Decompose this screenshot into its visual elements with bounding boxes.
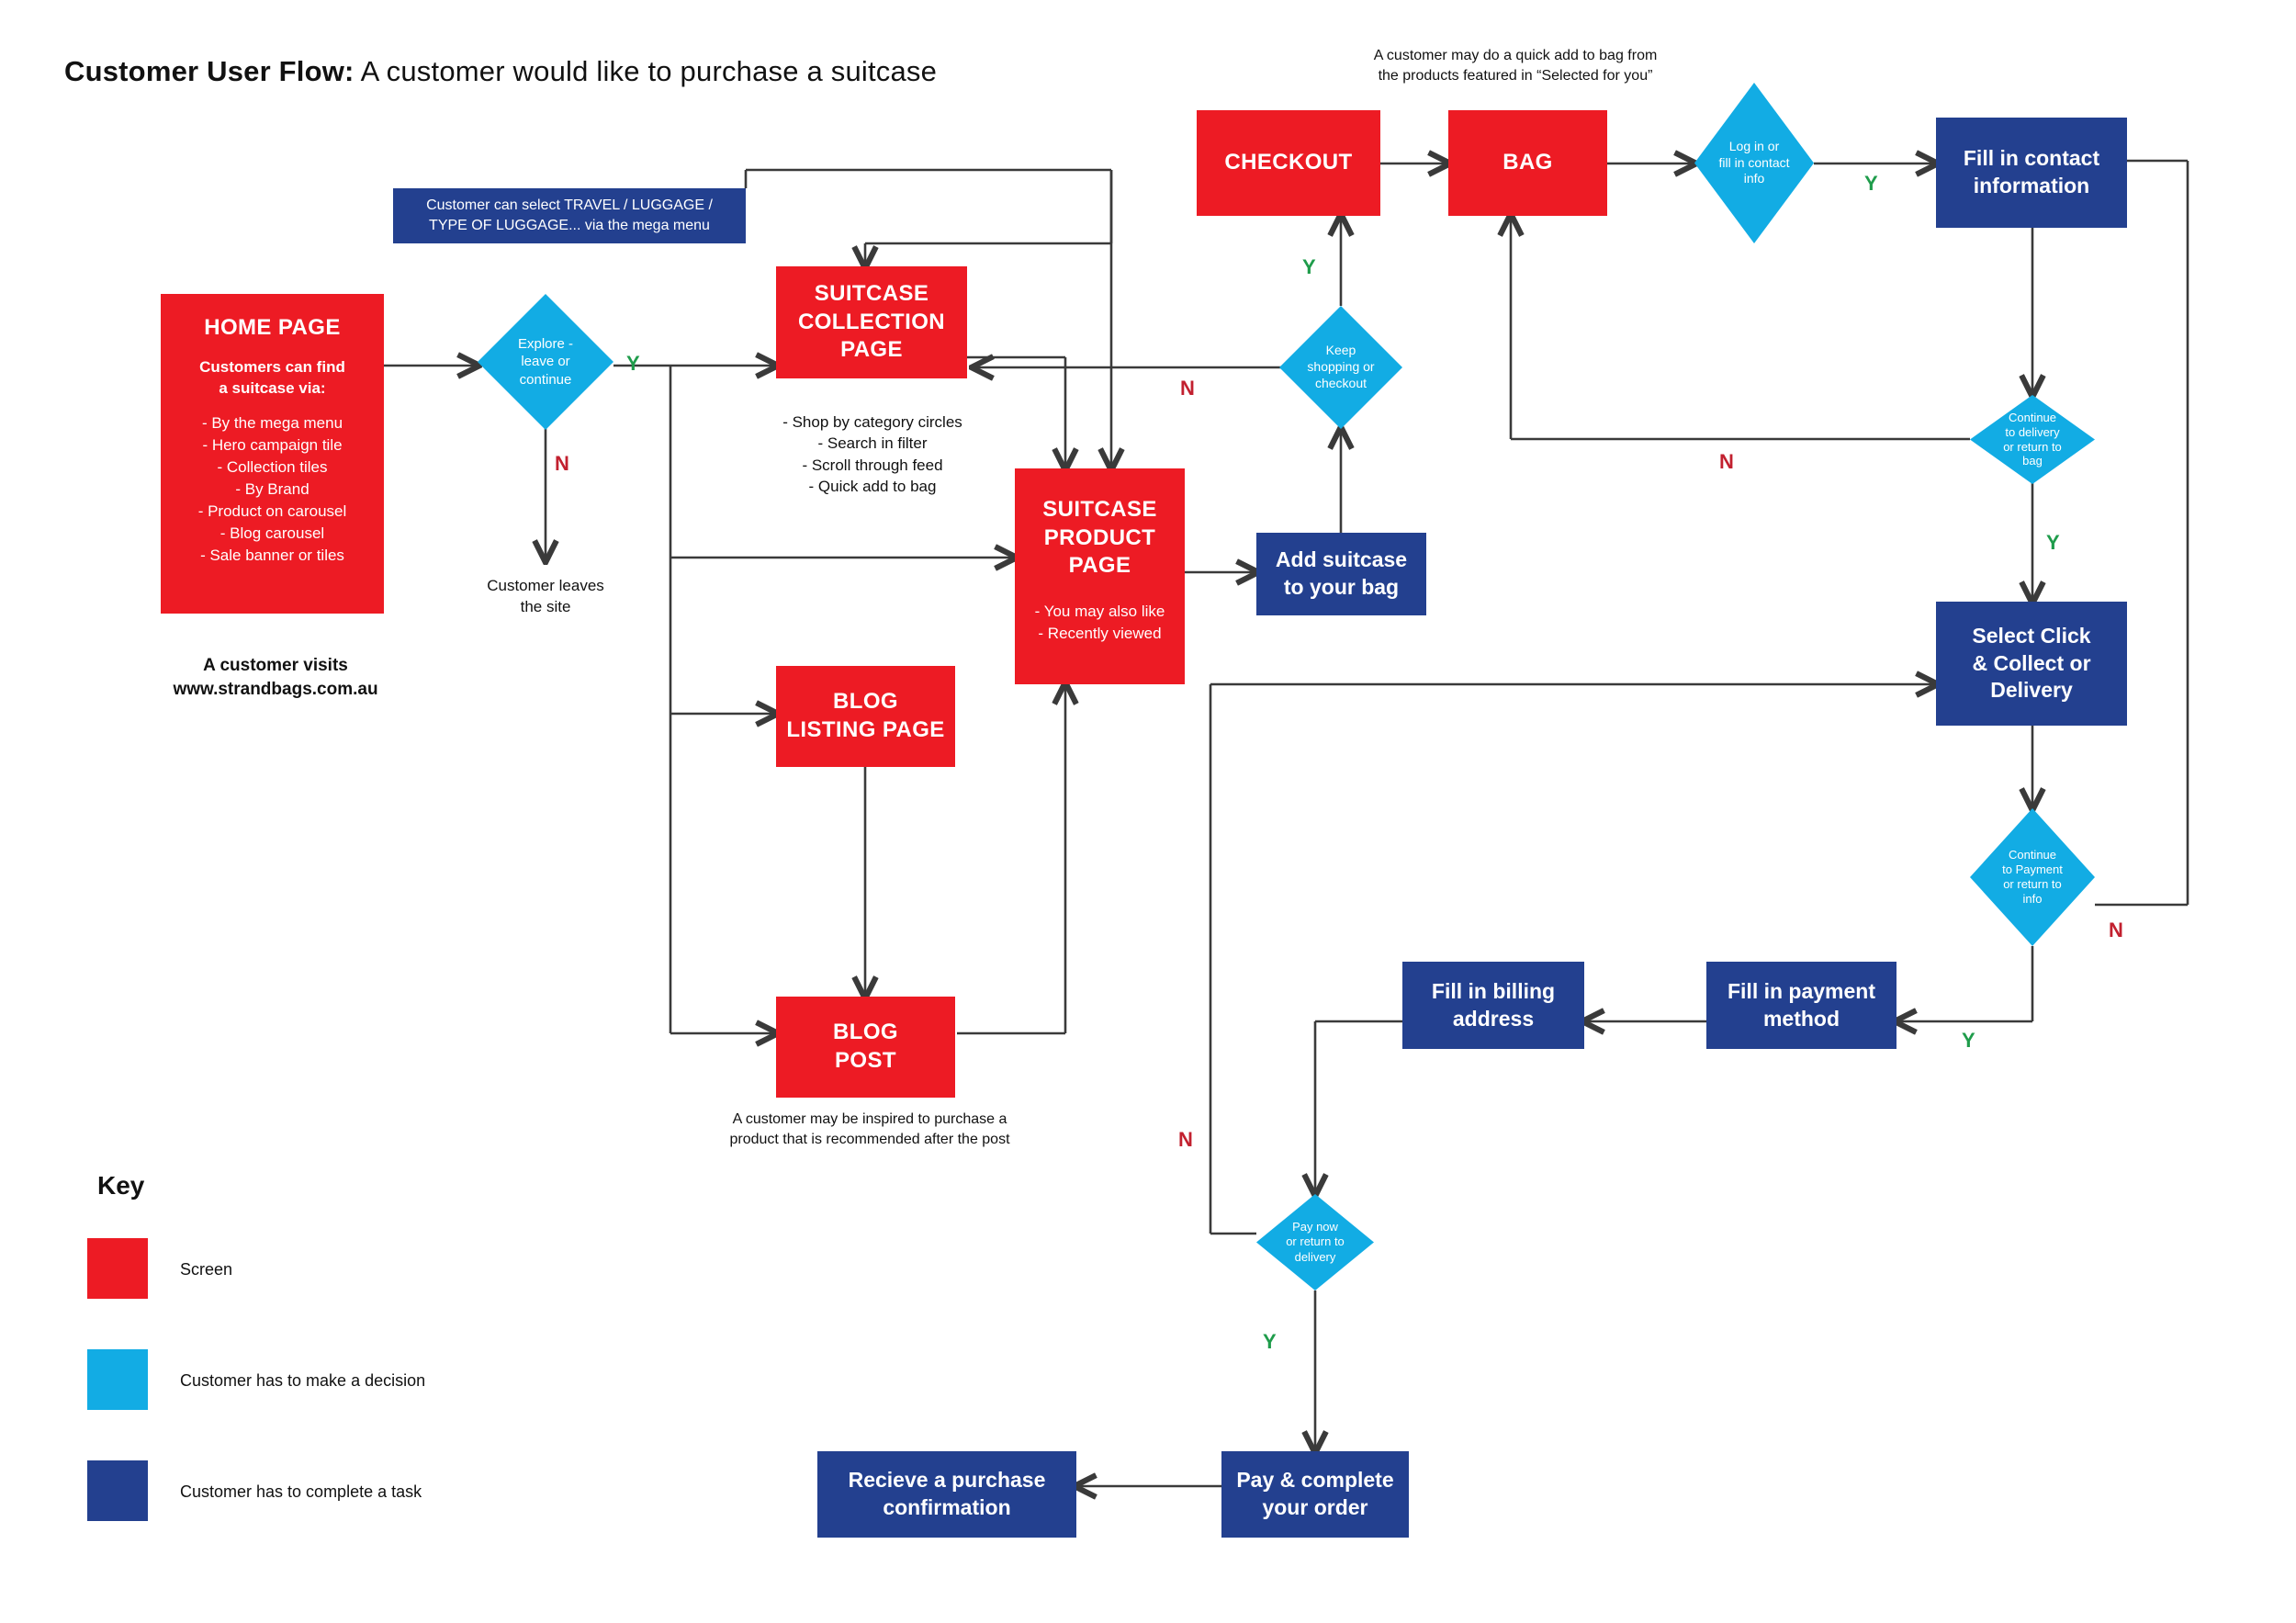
node-fill-payment-method[interactable]: Fill in payment method: [1706, 962, 1896, 1049]
page-title: Customer User Flow: A customer would lik…: [64, 55, 937, 88]
node-select-click-collect-or-delivery[interactable]: Select Click & Collect or Delivery: [1936, 602, 2127, 726]
customer-leaves-note: Customer leaves the site: [487, 577, 604, 616]
decision-login-label: Log in or fill in contact info: [1718, 138, 1790, 186]
edge-label-continue-delivery-yes: Y: [2046, 531, 2060, 554]
select-click-collect-title: Select Click & Collect or Delivery: [1972, 623, 2091, 703]
key-swatch-decision: [87, 1349, 148, 1410]
product-page-title: SUITCASE PRODUCT PAGE: [1042, 497, 1157, 579]
edge-label-continue-delivery-no: N: [1719, 450, 1734, 473]
key-heading: Key: [97, 1171, 145, 1200]
node-bag[interactable]: BAG: [1448, 110, 1607, 216]
quick-add-note: A customer may do a quick add to bag fro…: [1373, 48, 1658, 85]
edge-label-continue-payment-yes: Y: [1962, 1029, 1975, 1052]
node-checkout[interactable]: CHECKOUT: [1197, 110, 1380, 216]
node-fill-contact-information[interactable]: Fill in contact information: [1936, 118, 2127, 228]
home-page-title: HOME PAGE: [204, 315, 341, 340]
home-page-subtitle: Customers can find a suitcase via:: [199, 357, 345, 397]
checkout-title: CHECKOUT: [1224, 150, 1353, 175]
node-suitcase-product-page[interactable]: SUITCASE PRODUCT PAGE - You may also lik…: [1015, 468, 1185, 684]
key-swatch-task: [87, 1460, 148, 1521]
decision-keep-shopping[interactable]: Keep shopping or checkout: [1279, 306, 1402, 429]
decision-keep-shopping-label: Keep shopping or checkout: [1307, 343, 1375, 390]
fill-payment-title: Fill in payment method: [1727, 978, 1876, 1031]
edge-label-continue-payment-no: N: [2109, 919, 2123, 941]
add-to-bag-title: Add suitcase to your bag: [1275, 547, 1408, 599]
collection-page-bullets: - Shop by category circles - Search in f…: [782, 413, 962, 496]
blog-listing-title: BLOG LISTING PAGE: [786, 689, 945, 742]
edge-label-pay-now-no: N: [1178, 1128, 1193, 1151]
node-receive-purchase-confirmation[interactable]: Recieve a purchase confirmation: [817, 1451, 1076, 1538]
decision-continue-to-delivery[interactable]: Continue to delivery or return to bag: [1970, 395, 2095, 484]
page-title-rest: A customer would like to purchase a suit…: [354, 55, 938, 87]
key-swatch-screen: [87, 1238, 148, 1299]
node-pay-complete-order[interactable]: Pay & complete your order: [1221, 1451, 1409, 1538]
node-home-page[interactable]: HOME PAGE Customers can find a suitcase …: [161, 294, 384, 614]
edge-label-login-yes: Y: [1864, 172, 1878, 195]
node-fill-billing-address[interactable]: Fill in billing address: [1402, 962, 1584, 1049]
node-add-suitcase-to-bag[interactable]: Add suitcase to your bag: [1256, 533, 1426, 615]
bag-title: BAG: [1503, 150, 1553, 175]
decision-pay-now[interactable]: Pay now or return to delivery: [1256, 1194, 1374, 1291]
decision-continue-delivery-label: Continue to delivery or return to bag: [2003, 410, 2062, 468]
decision-continue-to-payment[interactable]: Continue to Payment or return to info: [1970, 808, 2095, 946]
home-page-bullets: - By the mega menu - Hero campaign tile …: [197, 413, 347, 565]
edge-label-keep-shopping-no: N: [1180, 377, 1195, 400]
key-label-decision: Customer has to make a decision: [180, 1371, 426, 1390]
decision-continue-payment-label: Continue to Payment or return to info: [2002, 848, 2063, 906]
key-label-task: Customer has to complete a task: [180, 1482, 422, 1501]
edge-label-explore-yes: Y: [626, 352, 640, 375]
visit-site-note: A customer visits www.strandbags.com.au: [173, 656, 378, 700]
edge-label-keep-shopping-yes: Y: [1302, 255, 1316, 278]
receive-confirmation-title: Recieve a purchase confirmation: [848, 1468, 1046, 1519]
edge-label-explore-no: N: [555, 452, 569, 475]
decision-explore-label: Explore - leave or continue: [517, 336, 574, 388]
page-title-bold: Customer User Flow:: [64, 55, 355, 87]
pay-complete-title: Pay & complete your order: [1236, 1468, 1394, 1519]
product-page-bullets: - You may also like - Recently viewed: [1034, 603, 1165, 643]
collection-page-title: SUITCASE COLLECTION PAGE: [798, 280, 945, 363]
blog-inspiration-note: A customer may be inspired to purchase a…: [729, 1111, 1010, 1148]
edge-label-pay-now-yes: Y: [1263, 1330, 1277, 1353]
decision-explore[interactable]: Explore - leave or continue: [478, 294, 613, 430]
fill-billing-title: Fill in billing address: [1431, 978, 1556, 1031]
blog-post-title: BLOG POST: [833, 1020, 898, 1073]
fill-contact-title: Fill in contact information: [1963, 146, 2100, 197]
node-blog-post[interactable]: BLOG POST: [776, 997, 955, 1098]
node-suitcase-collection-page[interactable]: SUITCASE COLLECTION PAGE: [776, 266, 967, 378]
key-label-screen: Screen: [180, 1260, 233, 1279]
note-mega-menu: Customer can select TRAVEL / LUGGAGE / T…: [393, 188, 746, 243]
node-blog-listing-page[interactable]: BLOG LISTING PAGE: [776, 666, 955, 767]
decision-login-or-contact[interactable]: Log in or fill in contact info: [1694, 83, 1814, 243]
decision-pay-now-label: Pay now or return to delivery: [1286, 1220, 1345, 1264]
